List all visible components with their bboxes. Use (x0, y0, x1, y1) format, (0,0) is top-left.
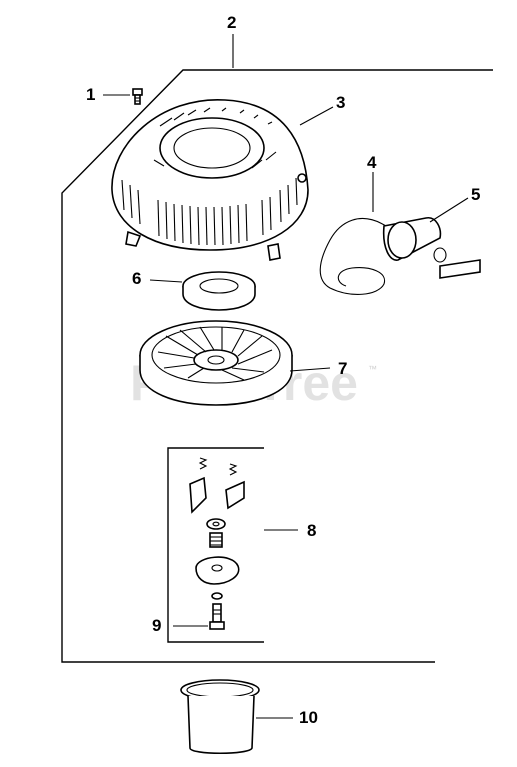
callout-3[interactable]: 3 (336, 93, 345, 112)
part-cup[interactable] (180, 679, 260, 754)
assembly-frame (61, 69, 493, 663)
callout-2[interactable]: 2 (227, 13, 236, 32)
leader-lines (103, 34, 469, 719)
part-center-screw[interactable] (209, 603, 225, 630)
part-housing[interactable] (111, 99, 309, 261)
callout-4[interactable]: 4 (367, 153, 377, 172)
part-pulley[interactable] (139, 320, 293, 406)
callout-8[interactable]: 8 (307, 521, 316, 540)
callout-5[interactable]: 5 (471, 185, 480, 204)
callout-labels: 1 2 3 4 5 6 7 8 9 10 (86, 13, 480, 727)
part-rope[interactable] (319, 217, 387, 295)
callout-1[interactable]: 1 (86, 85, 95, 104)
callout-10[interactable]: 10 (299, 708, 318, 727)
pawl-kit-frame (167, 447, 264, 643)
part-screw[interactable] (132, 88, 143, 105)
part-spring-washer[interactable] (182, 271, 256, 311)
part-pawl-kit[interactable] (189, 457, 245, 600)
watermark-trademark: ™ (368, 364, 377, 374)
part-handle[interactable] (382, 217, 481, 279)
callout-9[interactable]: 9 (152, 616, 161, 635)
callout-6[interactable]: 6 (132, 269, 141, 288)
callout-7[interactable]: 7 (338, 359, 347, 378)
